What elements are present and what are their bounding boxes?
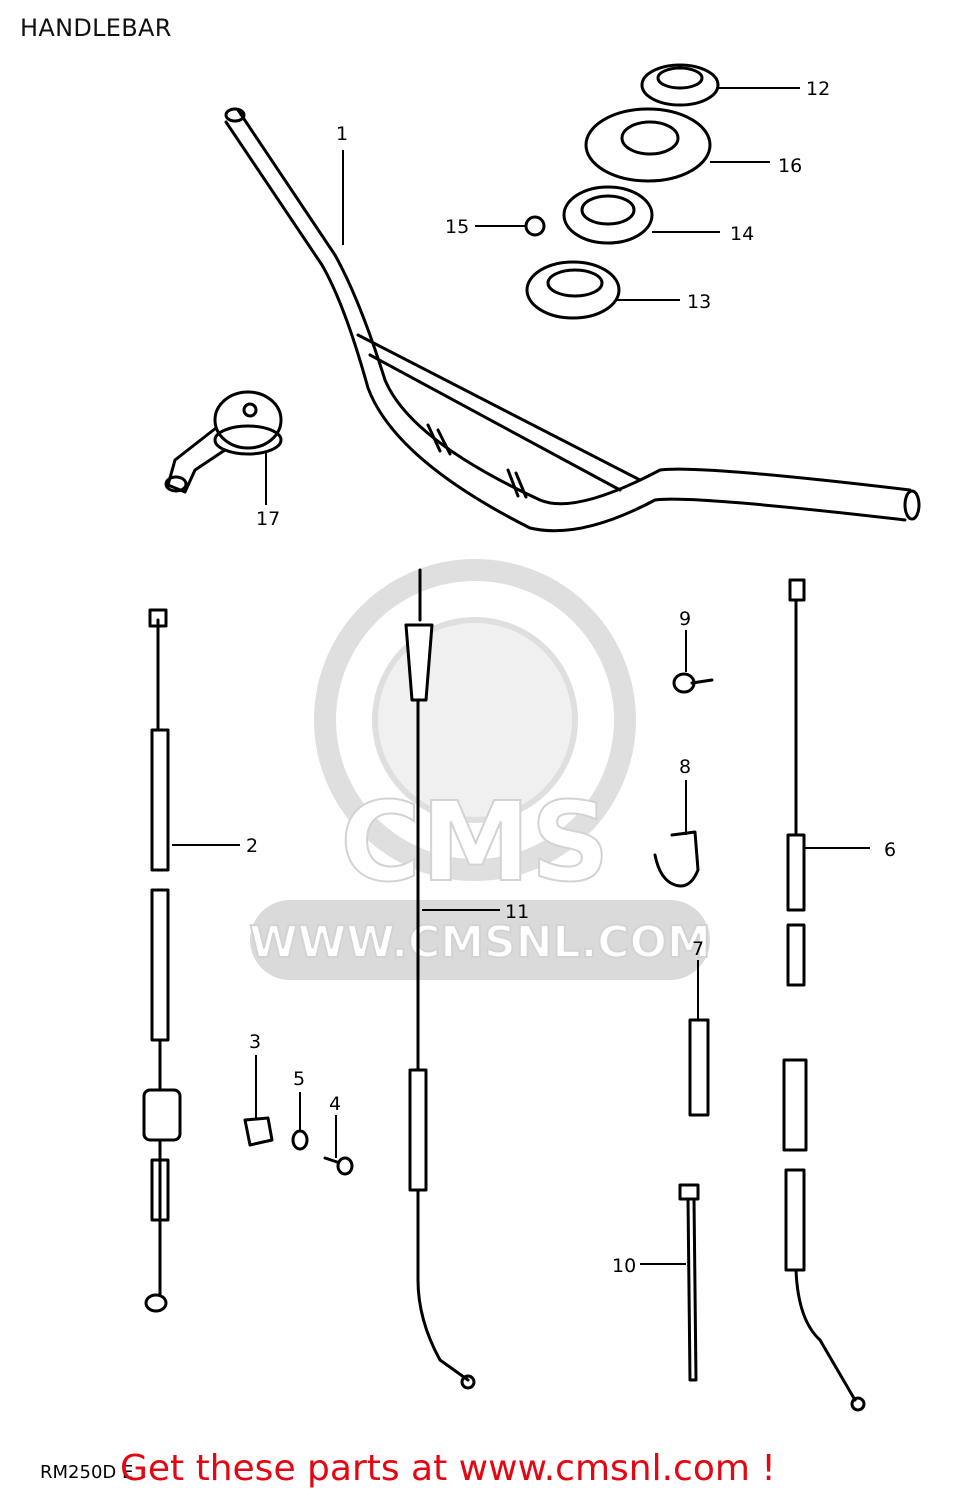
part-17-throttle-housing	[164, 390, 283, 494]
part-3-clamp	[243, 1116, 274, 1147]
callout-3: 3	[249, 1031, 261, 1053]
part-14-seal	[562, 185, 654, 245]
watermark-url: WWW.CMSNL.COM	[249, 917, 711, 968]
part-12-nut	[640, 63, 720, 107]
cta-link[interactable]: Get these parts at www.cmsnl.com !	[120, 1448, 776, 1489]
callout-9: 9	[679, 608, 691, 630]
part-4-screw	[323, 1156, 354, 1176]
part-8-clamp	[653, 830, 700, 888]
callout-13: 13	[687, 291, 711, 313]
cms-watermark: CMS WWW.CMSNL.COM	[248, 559, 712, 980]
part-5-washer	[291, 1129, 309, 1151]
part-11-throttle-cable	[404, 568, 476, 1390]
part-7-band	[688, 1018, 710, 1117]
page-title: HANDLEBAR	[20, 14, 172, 42]
callout-11: 11	[505, 901, 529, 923]
callout-6: 6	[884, 839, 896, 861]
watermark-brand: CMS	[340, 778, 609, 906]
callout-16: 16	[778, 155, 802, 177]
callout-1: 1	[336, 123, 348, 145]
callout-7: 7	[692, 938, 704, 960]
part-15-ball	[524, 215, 546, 237]
part-6-cable	[782, 578, 866, 1412]
model-code: RM250D E	[40, 1462, 134, 1483]
callout-12: 12	[806, 78, 830, 100]
leader-lines	[172, 87, 870, 1265]
callout-17: 17	[256, 508, 280, 530]
part-13-bearing	[525, 260, 621, 320]
callout-10: 10	[612, 1255, 636, 1277]
callout-14: 14	[730, 223, 754, 245]
callout-2: 2	[246, 835, 258, 857]
part-10-cable-tie	[678, 1183, 700, 1382]
callout-15: 15	[445, 216, 469, 238]
part-2-clutch-cable	[142, 608, 182, 1313]
part-16-washer	[584, 107, 712, 183]
part-1-handlebar	[224, 107, 921, 533]
part-9-screw	[672, 672, 714, 694]
callout-5: 5	[293, 1068, 305, 1090]
callout-8: 8	[679, 756, 691, 778]
callout-4: 4	[329, 1093, 341, 1115]
